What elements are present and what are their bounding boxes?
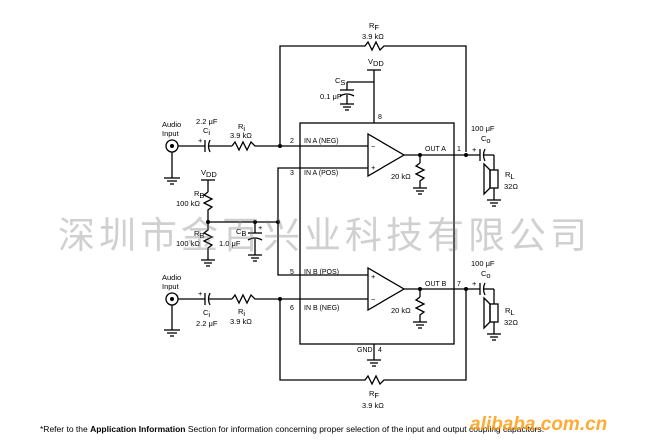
- rl-a-value: 32Ω: [504, 182, 518, 191]
- rb2-label: RB: [194, 229, 204, 240]
- ri-a-value: 3.9 kΩ: [230, 131, 252, 140]
- gnd-label: GND: [357, 347, 373, 354]
- rb1-label: RB: [194, 189, 204, 200]
- co-b-plus: +: [472, 279, 477, 288]
- site-watermark: alibaba.com.cn: [470, 414, 608, 435]
- internal-res-a: 20 kΩ: [391, 172, 411, 181]
- rb2-value: 100 kΩ: [176, 239, 200, 248]
- audio-input-a: Audio Input + 2.2 μF Ci Ri 3.9 kΩ 2 IN A…: [162, 117, 339, 185]
- in-b-neg-label: IN B (NEG): [304, 305, 339, 312]
- bias-network: + VDD RB 100 kΩ RB 100 kΩ CB 1.0 μF 3 IN…: [176, 167, 339, 276]
- pin-7: 7: [457, 281, 461, 288]
- rl-b-value: 32Ω: [504, 318, 518, 327]
- in-b-pos-label: IN B (POS): [304, 269, 339, 276]
- rf-bottom-label: RF: [369, 389, 379, 400]
- vdd-top-label: VDD: [368, 57, 384, 68]
- audio-in-a-line1: Audio: [162, 120, 181, 129]
- footnote: *Refer to the Application Information Se…: [40, 424, 545, 434]
- rf-top-label: RF: [369, 21, 379, 32]
- cs-label: CS: [335, 76, 345, 87]
- ci-b-plus: +: [198, 289, 203, 298]
- out-b-label: OUT B: [425, 281, 447, 288]
- ci-b-label: Ci: [203, 308, 210, 319]
- rb1-value: 100 kΩ: [176, 199, 200, 208]
- pin-2: 2: [290, 138, 294, 145]
- cb-label: CB: [236, 227, 246, 238]
- pin-1: 1: [457, 146, 461, 153]
- ri-a-label: Ri: [238, 122, 245, 133]
- output-b: 7 + 100 μF Co RL 32Ω: [454, 259, 518, 341]
- co-a-value: 100 μF: [471, 124, 495, 133]
- pin-8: 8: [378, 114, 382, 121]
- op-amp-b: + − 20 kΩ OUT B: [300, 266, 454, 329]
- opamp-a-plus: +: [371, 163, 376, 172]
- pin-4: 4: [378, 347, 382, 354]
- ci-a-label: Ci: [203, 126, 210, 137]
- ci-b-value: 2.2 μF: [196, 319, 218, 328]
- cs-value: 0.1 μF: [320, 92, 342, 101]
- rf-top-value: 3.9 kΩ: [362, 32, 384, 41]
- rf-top-resistor: RF 3.9 kΩ: [279, 21, 467, 152]
- in-a-pos-label: IN A (POS): [304, 170, 338, 177]
- pin-3: 3: [290, 170, 294, 177]
- in-a-neg-label: IN A (NEG): [304, 138, 339, 145]
- ri-b-label: Ri: [238, 307, 245, 318]
- output-a: 1 + 100 μF Co RL 32Ω: [454, 124, 518, 207]
- cb-value: 1.0 μF: [219, 239, 241, 248]
- opamp-b-minus: −: [371, 295, 376, 304]
- pin-6: 6: [290, 305, 294, 312]
- rf-bottom-value: 3.9 kΩ: [362, 401, 384, 410]
- opamp-a-minus: −: [371, 142, 376, 151]
- rf-bottom-resistor: RF 3.9 kΩ: [279, 289, 467, 410]
- co-a-plus: +: [472, 145, 477, 154]
- vdd-bias-label: VDD: [201, 168, 217, 179]
- internal-res-b: 20 kΩ: [391, 306, 411, 315]
- audio-in-b-line2: Input: [162, 282, 180, 291]
- ri-b-value: 3.9 kΩ: [230, 317, 252, 326]
- audio-input-b: Audio Input + Ci 2.2 μF Ri 3.9 kΩ 6 IN B…: [162, 273, 339, 337]
- ic-package: [299, 122, 455, 345]
- audio-in-a-line2: Input: [162, 129, 180, 138]
- opamp-b-plus: +: [371, 272, 376, 281]
- ci-a-plus: +: [198, 136, 203, 145]
- audio-in-b-line1: Audio: [162, 273, 181, 282]
- co-a-label: Co: [481, 134, 491, 145]
- ic-ground: GND 4: [357, 344, 382, 367]
- supply-decoupling: VDD CS 0.1 μF 8: [320, 57, 384, 123]
- rl-b-label: RL: [505, 306, 515, 317]
- pin-5: 5: [290, 269, 294, 276]
- cb-plus: +: [258, 223, 263, 232]
- co-b-value: 100 μF: [471, 259, 495, 268]
- op-amp-a: − + 20 kΩ OUT A: [300, 132, 454, 195]
- ci-a-value: 2.2 μF: [196, 117, 218, 126]
- out-a-label: OUT A: [425, 146, 446, 153]
- co-b-label: Co: [481, 269, 491, 280]
- rl-a-label: RL: [505, 170, 515, 181]
